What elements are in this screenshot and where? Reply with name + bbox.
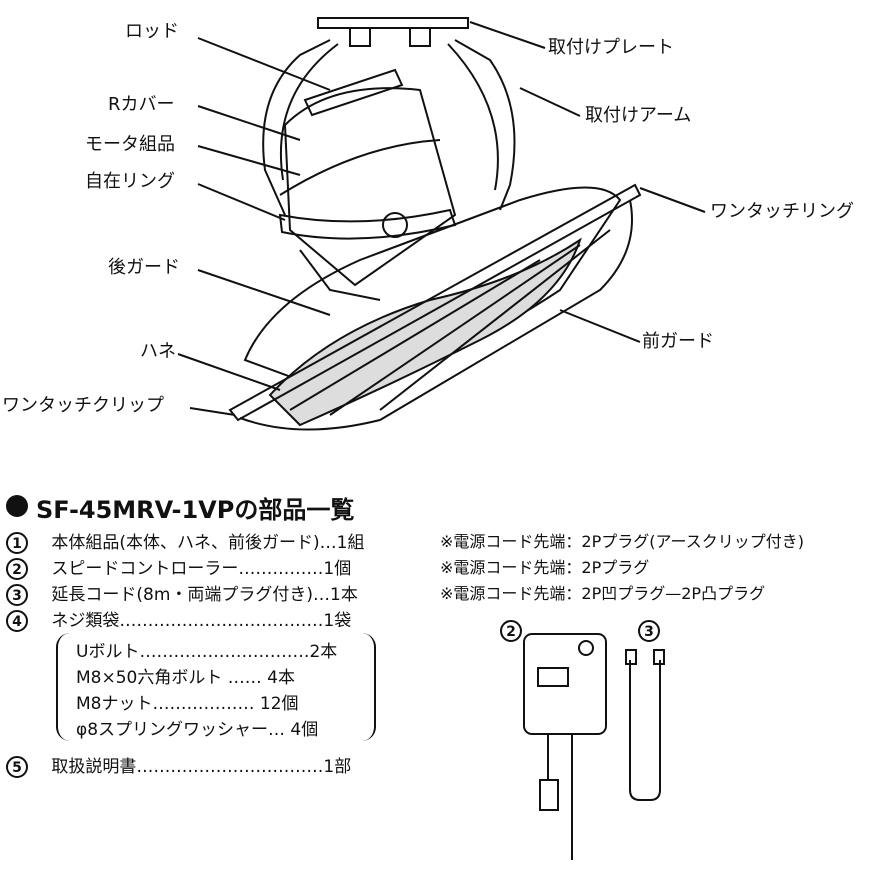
mounting-arm-right xyxy=(454,39,516,211)
label-arm: 取付けアーム xyxy=(585,105,692,126)
fig-num-cord: 3 xyxy=(638,620,660,642)
label-ring: 自在リング xyxy=(85,171,175,192)
parts-note-1: ※電源コード先端：2Pプラグ(アースクリップ付き) xyxy=(440,532,804,551)
section-bullet xyxy=(6,495,28,517)
item-number: 4 xyxy=(6,610,28,632)
parts-row-2: 2 スピードコントローラー……………1個 xyxy=(6,558,351,580)
label-clip: ワンタッチクリップ xyxy=(2,395,164,416)
parts-row-1: 1 本体組品(本体、ハネ、前後ガード)…1組 xyxy=(6,532,365,554)
mounting-plate xyxy=(317,17,469,29)
item-text: スピードコントローラー……………1個 xyxy=(51,559,352,579)
item-text: ネジ類袋………………………………1袋 xyxy=(51,611,352,631)
label-motor: モータ組品 xyxy=(85,134,175,155)
label-blade: ハネ xyxy=(140,341,176,362)
item-number: 2 xyxy=(6,558,28,580)
onetouch-ring xyxy=(228,183,642,422)
item-text: 本体組品(本体、ハネ、前後ガード)…1組 xyxy=(51,533,365,553)
parts-note-3: ※電源コード先端：2P凹プラグ—2P凸プラグ xyxy=(440,584,766,603)
label-rear-guard: 後ガード xyxy=(108,257,180,278)
item-number: 1 xyxy=(6,532,28,554)
blade xyxy=(268,237,582,427)
sub-item: M8×50六角ボルト …… 4本 xyxy=(76,668,295,688)
parts-row-3: 3 延長コード(8m・両端プラグ付き)…1本 xyxy=(6,584,358,606)
parts-row-4: 4 ネジ類袋………………………………1袋 xyxy=(6,610,351,632)
label-r-cover: Rカバー xyxy=(108,94,175,115)
sub-item: Uボルト…………………………2本 xyxy=(76,642,338,662)
front-guard xyxy=(239,199,633,431)
label-rod: ロッド xyxy=(125,21,179,42)
sub-item: φ8スプリングワッシャー… 4個 xyxy=(76,720,319,740)
fig-num-controller: 2 xyxy=(500,620,522,642)
item-number: 3 xyxy=(6,584,28,606)
extension-cord xyxy=(629,660,661,801)
item-text: 取扱説明書……………………………1部 xyxy=(51,757,352,777)
parts-row-5: 5 取扱説明書……………………………1部 xyxy=(6,756,351,778)
label-front-guard: 前ガード xyxy=(642,331,714,352)
label-plate: 取付けプレート xyxy=(548,37,674,58)
parts-note-2: ※電源コード先端：2Pプラグ xyxy=(440,558,650,577)
label-onetouch-ring: ワンタッチリング xyxy=(710,201,854,222)
item-text: 延長コード(8m・両端プラグ付き)…1本 xyxy=(51,585,358,605)
parts-list-title: SF-45MRV-1VPの部品一覧 xyxy=(36,496,355,524)
mounting-arm-left xyxy=(262,39,331,216)
sub-items-bracket xyxy=(56,633,376,741)
speed-controller xyxy=(523,633,607,735)
item-number: 5 xyxy=(6,756,28,778)
sub-item: M8ナット……………… 12個 xyxy=(76,694,299,714)
rod xyxy=(303,68,404,117)
controller-plug xyxy=(539,779,559,811)
motor-body xyxy=(283,87,457,287)
